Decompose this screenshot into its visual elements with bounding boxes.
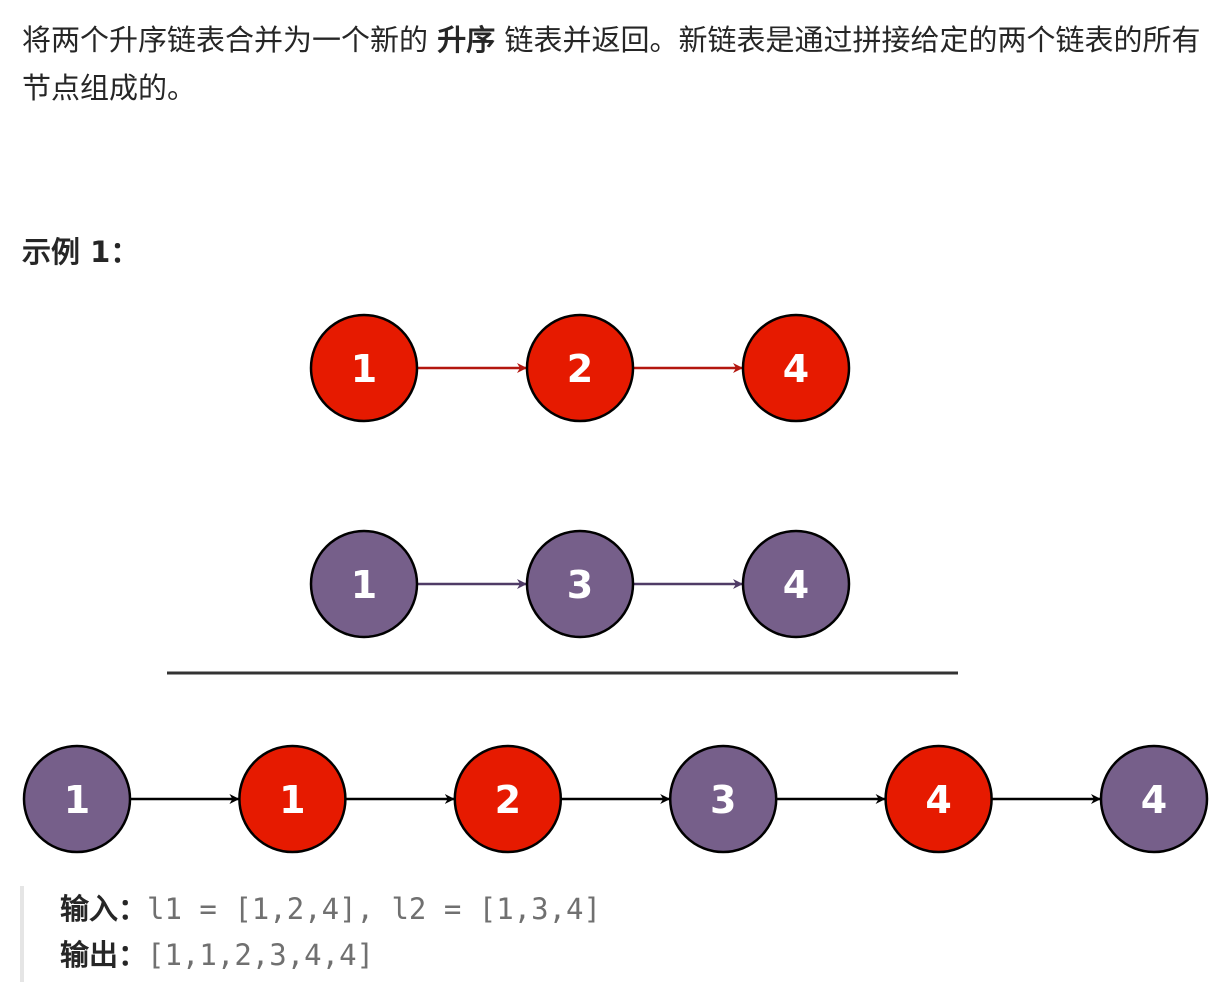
merged-node-label: 3 — [710, 778, 736, 822]
merged-node-label: 1 — [279, 778, 305, 822]
list2-node — [309, 529, 419, 639]
list1-node — [741, 313, 851, 423]
list1-node-label: 1 — [351, 347, 377, 391]
list1-node-label: 4 — [783, 347, 809, 391]
output-label: 输出： — [60, 938, 148, 972]
merged-node-label: 4 — [925, 778, 951, 822]
input-line: 输入：l1 = [1,2,4], l2 = [1,3,4] — [60, 886, 720, 932]
list2-node-label: 3 — [567, 563, 593, 607]
description-text-1: 将两个升序链表合并为一个新的 — [22, 23, 438, 57]
list2-node-label: 4 — [783, 563, 809, 607]
merged-row: 1 1 2 3 4 4 — [22, 744, 1209, 854]
example-io-block: 输入：l1 = [1,2,4], l2 = [1,3,4] 输出：[1,1,2,… — [20, 886, 720, 982]
input-label: 输入： — [60, 892, 148, 926]
input-value: l1 = [1,2,4], l2 = [1,3,4] — [147, 892, 601, 926]
output-line: 输出：[1,1,2,3,4,4] — [60, 932, 720, 978]
list1-node-label: 2 — [567, 347, 593, 391]
list2-row: 1 3 4 — [309, 529, 851, 639]
problem-description: 将两个升序链表合并为一个新的 升序 链表并返回。新链表是通过拼接给定的两个链表的… — [22, 16, 1212, 112]
list2-node — [525, 529, 635, 639]
list2-node-label: 1 — [351, 563, 377, 607]
description-emphasis: 升序 — [437, 23, 496, 57]
list2-node — [741, 529, 851, 639]
merged-node — [884, 744, 993, 854]
merged-node — [22, 744, 132, 854]
merged-node — [668, 744, 778, 854]
merged-node — [1099, 744, 1209, 854]
merged-node-label: 4 — [1141, 778, 1167, 822]
merged-node-label: 2 — [495, 778, 521, 822]
list1-row: 1 2 4 — [309, 313, 851, 423]
list1-node — [309, 313, 419, 423]
output-value: [1,1,2,3,4,4] — [147, 938, 374, 972]
example-title: 示例 1： — [22, 235, 140, 269]
merged-node-label: 1 — [64, 778, 90, 822]
description-text-2: 链表并返回。新链表是通过拼接给定的两个链表的所有节点组成的。 — [22, 23, 1201, 105]
list1-node — [525, 313, 635, 423]
merged-node — [238, 744, 347, 854]
merged-node — [453, 744, 563, 854]
